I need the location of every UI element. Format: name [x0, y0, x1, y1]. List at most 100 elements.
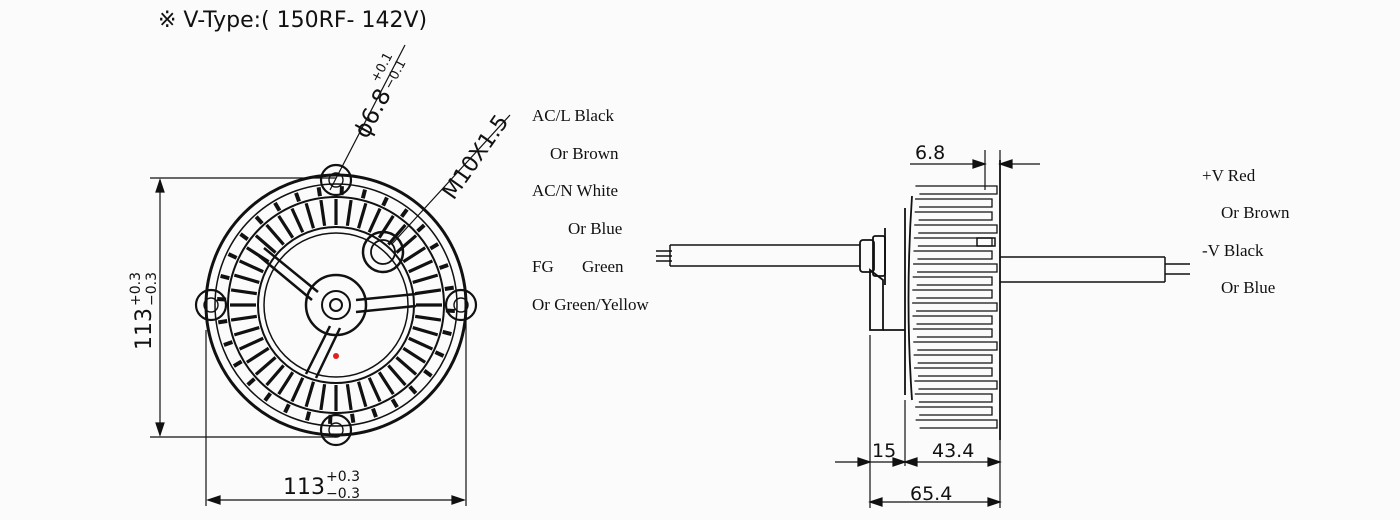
hole-dim-leader: [329, 44, 406, 191]
side-fin: [915, 406, 993, 416]
heat-fin: [395, 356, 418, 376]
height-dim-tol-plus: +0.3: [128, 272, 144, 306]
heat-fin: [245, 346, 270, 364]
driver-body: [869, 160, 1001, 440]
heat-fin: [412, 326, 439, 337]
side-fin: [912, 328, 993, 338]
mounting-boss-bottom: [319, 413, 353, 447]
side-fin: [913, 263, 998, 273]
ac-wire-label: AC/N White: [532, 181, 619, 200]
side-fin: [912, 276, 993, 286]
side-fin: [915, 198, 993, 208]
thread-dim-leader: [391, 114, 511, 245]
ac-wire-label: Green: [582, 257, 624, 276]
housing-outer-ring: [204, 173, 468, 437]
housing-rib: [423, 369, 433, 378]
heat-fin: [367, 377, 382, 403]
heat-fin: [357, 202, 368, 229]
housing-rib: [273, 201, 282, 212]
heat-fin: [233, 273, 260, 284]
housing-rib: [254, 215, 264, 225]
side-fin: [912, 289, 993, 299]
heat-fin: [367, 207, 382, 233]
housing-rib: [227, 252, 238, 260]
housing-rib: [283, 403, 291, 414]
side-fin: [912, 315, 993, 325]
housing-rib: [371, 407, 378, 418]
side-dim-total: 65.4: [910, 483, 953, 505]
heat-fin: [319, 199, 327, 227]
cable-gland-outer: [361, 230, 405, 274]
housing-rib: [438, 263, 449, 270]
side-fin: [913, 354, 993, 364]
mounting-boss-right: [444, 288, 478, 322]
dc-wire-label: +V Red: [1202, 166, 1256, 185]
heat-fin: [265, 223, 285, 246]
height-dimension: [150, 177, 336, 438]
heat-fin: [408, 259, 434, 274]
heat-fin: [345, 199, 353, 227]
dc-cable: [976, 237, 1190, 283]
fin-inner-ring: [257, 226, 415, 384]
housing-rib: [434, 350, 445, 358]
drawing-title: ※ V-Type:( 150RF- 142V): [158, 8, 428, 33]
ac-wire-label: Or Green/Yellow: [532, 295, 649, 314]
side-fin: [914, 224, 998, 234]
housing-rib: [381, 196, 389, 207]
dc-wire-label: Or Blue: [1221, 278, 1276, 297]
housing-rib: [305, 411, 312, 421]
heat-fin: [290, 377, 305, 403]
heat-fin: [304, 202, 315, 229]
dc-wire-label: -V Black: [1202, 241, 1264, 260]
heat-fin: [414, 288, 442, 296]
front-view: [150, 44, 511, 506]
heat-fin: [377, 371, 395, 396]
hub-outer: [304, 273, 368, 337]
spoke-left: [258, 247, 319, 301]
heat-fin: [290, 207, 305, 233]
heat-fin: [345, 383, 353, 411]
housing-rib: [408, 385, 418, 395]
heat-fin: [412, 273, 439, 284]
housing-rib: [360, 189, 367, 199]
side-fin: [914, 393, 993, 403]
side-fin: [913, 341, 998, 351]
heat-fin: [265, 364, 285, 387]
side-fin: [914, 367, 993, 377]
ac-wire-label: Or Brown: [550, 144, 619, 163]
housing-rib: [223, 340, 234, 347]
heat-fin: [408, 336, 434, 351]
width-dimension: [205, 320, 467, 506]
heat-fin: [233, 326, 260, 337]
ac-wire-label: AC/L Black: [532, 106, 614, 125]
housing-rib: [217, 319, 228, 325]
heat-fin: [414, 314, 442, 322]
heat-fin: [230, 314, 258, 322]
side-dim-left: 15: [872, 440, 897, 462]
side-view: [656, 150, 1190, 508]
housing-rib: [239, 232, 249, 241]
heat-fin: [402, 346, 427, 364]
width-dim-tol-plus: +0.3: [326, 469, 360, 485]
heat-fin: [357, 381, 368, 408]
fin-outer-ring: [227, 196, 445, 414]
heat-fin: [254, 356, 277, 376]
heat-fin: [304, 381, 315, 408]
side-fin: [914, 211, 993, 221]
ac-wire-label: FG: [532, 257, 554, 276]
housing-rib: [429, 242, 440, 251]
cable-gland-inner: [370, 239, 396, 265]
housing-rib: [444, 285, 455, 291]
center-marker: [333, 353, 339, 359]
mounting-boss-top: [319, 163, 353, 197]
heat-fin: [387, 223, 407, 246]
housing-inner-ring: [214, 183, 458, 427]
width-dim-value: 113: [283, 475, 325, 500]
dc-wire-label: Or Brown: [1221, 203, 1290, 222]
side-fin: [915, 185, 998, 195]
side-cable-gland: [859, 228, 886, 285]
heat-fin: [230, 288, 258, 296]
hub-middle: [321, 290, 351, 320]
heat-fin: [277, 371, 295, 396]
